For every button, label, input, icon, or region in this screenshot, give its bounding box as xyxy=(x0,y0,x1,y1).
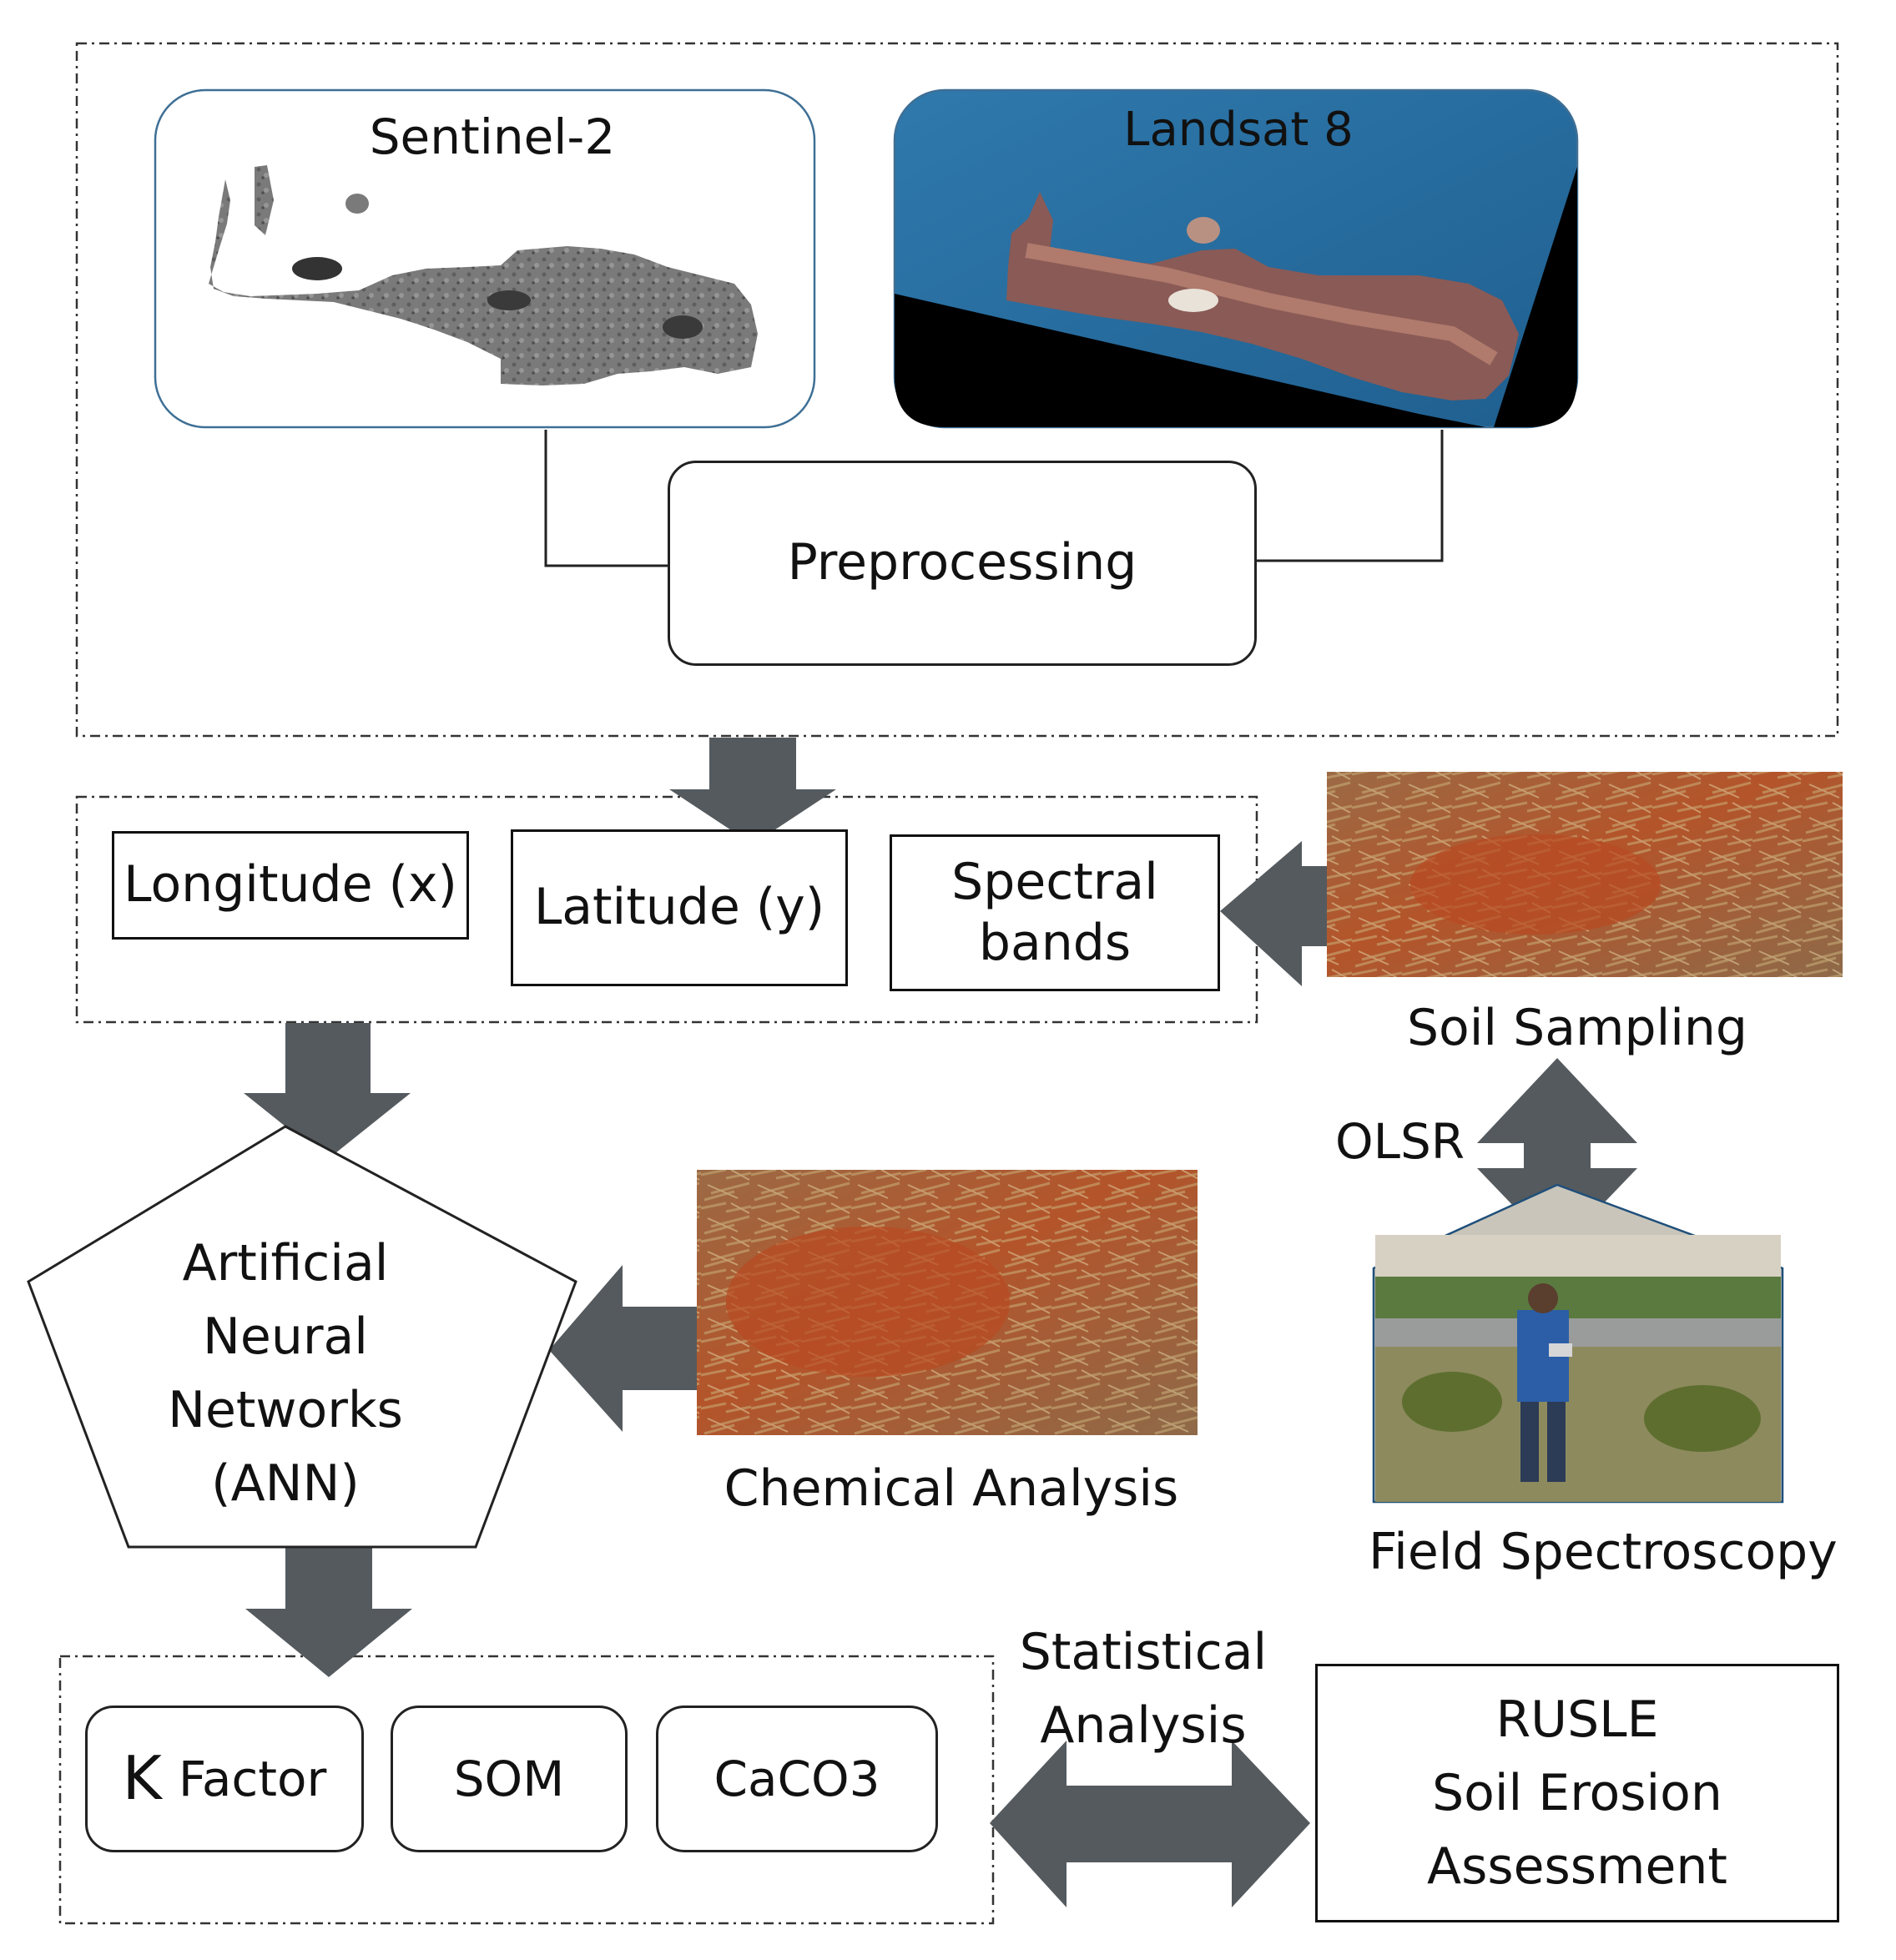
statistical-analysis-line2: Analysis xyxy=(1040,1696,1247,1755)
soil-sampling-photo xyxy=(1327,772,1843,977)
olsr-label: OLSR xyxy=(1335,1113,1465,1170)
soil-sampling-label: Soil Sampling xyxy=(1406,999,1748,1057)
ann-label-line2: Neural xyxy=(203,1308,368,1366)
k-factor-letter: K xyxy=(122,1743,162,1814)
spectral-bands-label-line1: Spectral xyxy=(951,852,1158,911)
preprocessing-label: Preprocessing xyxy=(787,533,1137,592)
ann-label: Artificial Neural Networks (ANN) xyxy=(110,1227,461,1520)
statistical-analysis-label: Statistical Analysis xyxy=(993,1615,1293,1762)
arrow-chemical-to-ann xyxy=(549,1265,698,1432)
outputs-container xyxy=(58,1655,995,1925)
latitude-label: Latitude (y) xyxy=(533,878,825,937)
spectral-bands-box: Spectral bands xyxy=(890,834,1220,991)
som-box: SOM xyxy=(391,1706,628,1852)
caco3-label: CaCO3 xyxy=(714,1750,880,1807)
ann-pentagon xyxy=(27,1125,577,1549)
ann-label-line1: Artificial xyxy=(182,1234,389,1292)
landsat-to-preprocessing-line xyxy=(1257,430,1444,562)
statistical-analysis-line1: Statistical xyxy=(1019,1623,1268,1681)
arrow-down-to-outputs xyxy=(245,1545,412,1677)
longitude-label: Longitude (x) xyxy=(124,855,457,914)
k-factor-box: K Factor xyxy=(85,1706,364,1852)
caco3-box: CaCO3 xyxy=(656,1706,938,1852)
statistical-double-arrow xyxy=(990,1741,1310,1907)
chemical-analysis-label: Chemical Analysis xyxy=(724,1459,1179,1518)
landsat-8-black-border xyxy=(895,294,1485,427)
rusle-line3: Assessment xyxy=(1427,1837,1727,1896)
preprocessing-box: Preprocessing xyxy=(668,461,1257,666)
longitude-box: Longitude (x) xyxy=(112,831,469,940)
rusle-box: RUSLE Soil Erosion Assessment xyxy=(1315,1664,1839,1922)
rusle-line1: RUSLE xyxy=(1495,1690,1659,1749)
rusle-line2: Soil Erosion xyxy=(1432,1764,1722,1822)
som-label: SOM xyxy=(453,1750,565,1807)
arrow-down-to-inputs xyxy=(669,738,836,844)
chemical-analysis-photo xyxy=(697,1170,1198,1435)
latitude-box: Latitude (y) xyxy=(511,829,848,986)
sentinel-to-preprocessing-line xyxy=(544,430,668,567)
field-spectroscopy-photo xyxy=(1372,1183,1784,1504)
sentinel-2-crete-image xyxy=(209,179,758,385)
field-spectroscopy-label: Field Spectroscopy xyxy=(1369,1523,1838,1581)
k-factor-word: Factor xyxy=(178,1750,327,1807)
ann-label-line4: (ANN) xyxy=(211,1454,360,1513)
arrow-soil-to-spectral xyxy=(1220,841,1350,986)
spectral-bands-label-line2: bands xyxy=(978,914,1132,972)
sentinel-2-title: Sentinel-2 xyxy=(370,108,616,165)
landsat-8-title: Landsat 8 xyxy=(1123,103,1353,157)
satellite-group-container xyxy=(75,42,1839,738)
ann-label-line3: Networks xyxy=(168,1381,403,1439)
